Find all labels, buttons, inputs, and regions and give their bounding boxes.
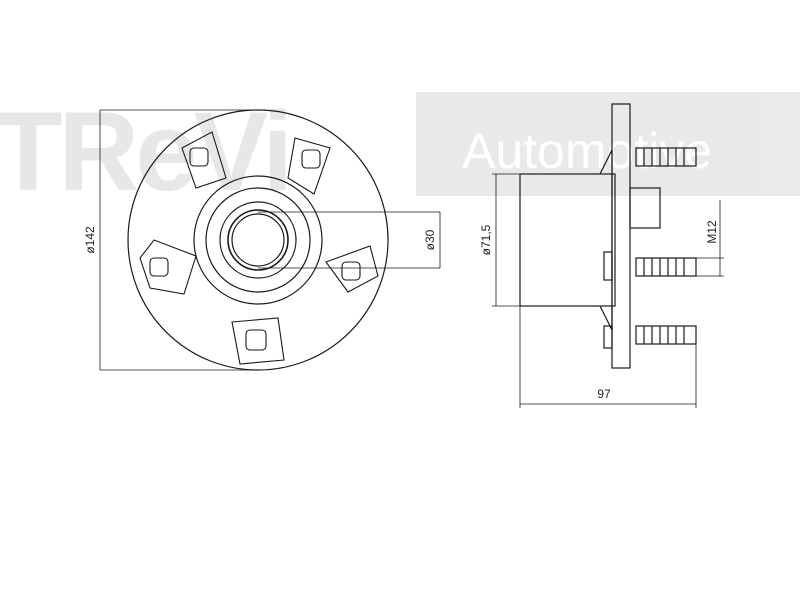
front-view [127, 109, 389, 371]
watermark: TReVi Automotive [0, 89, 800, 214]
watermark-subtitle-band [416, 92, 800, 196]
flange-boss-bottom [603, 325, 613, 349]
side-dimensions [492, 173, 724, 408]
watermark-subtitle: Automotive [462, 123, 712, 179]
front-dimensions [99, 109, 441, 371]
stud-lobe [231, 317, 285, 365]
stud-bottom [635, 325, 697, 345]
bore-diameter-label: ø30 [423, 229, 437, 250]
flange-boss-top [629, 187, 661, 229]
hub-ring-inner [219, 201, 297, 279]
stud-hole [341, 261, 361, 281]
stud-hole [189, 147, 209, 167]
flange-plate [611, 103, 631, 369]
stud-lobes [139, 131, 379, 365]
stud-hole [245, 329, 267, 351]
hub-ring-mid [205, 187, 311, 293]
hub-body [519, 173, 616, 307]
bore-inner [231, 213, 285, 267]
stud-hole [149, 257, 169, 277]
flange-diameter-label: ø142 [83, 226, 97, 254]
flange-boss-mid [603, 251, 613, 281]
stud-thread-label: M12 [705, 220, 719, 244]
hub-ring-outer [193, 175, 323, 305]
bore [227, 209, 289, 271]
stud-lobe [181, 131, 227, 189]
side-view [519, 103, 697, 369]
stud-middle [635, 257, 697, 277]
hub-diameter-label: ø71,5 [479, 224, 493, 255]
watermark-brand: TReVi [0, 89, 289, 214]
stud-lobe [325, 245, 379, 293]
stud-lobe [287, 137, 331, 195]
stud-top [635, 147, 697, 167]
overall-length-label: 97 [597, 387, 611, 401]
stud-hole [301, 149, 321, 169]
stud-lobe [139, 239, 197, 295]
